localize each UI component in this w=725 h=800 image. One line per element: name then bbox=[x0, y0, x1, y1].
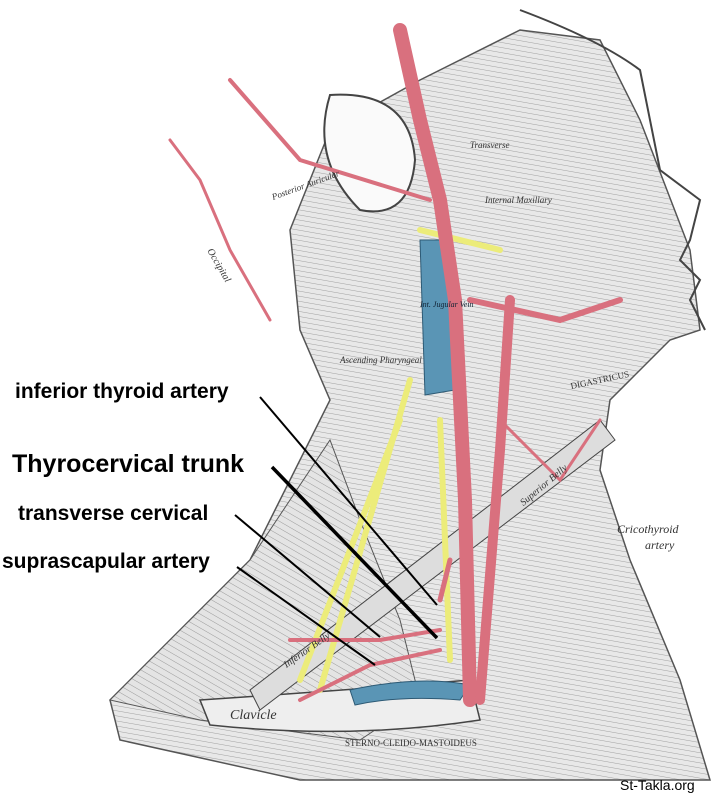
label-transverse-cervical: transverse cervical bbox=[18, 502, 209, 525]
leader-lines bbox=[234, 396, 439, 666]
face-profile bbox=[519, 9, 706, 331]
term-ascending-pharyngeal: Ascending Pharyngeal bbox=[340, 355, 422, 365]
term-int-jugular: Int. Jugular Vein bbox=[420, 300, 474, 309]
arteries bbox=[168, 23, 623, 707]
term-cricothyroid: Cricothyroid bbox=[617, 522, 679, 536]
term-transverse: Transverse bbox=[470, 140, 510, 150]
term-sterno-cleido: STERNO-CLEIDO-MASTOIDEUS bbox=[345, 738, 477, 748]
nerves bbox=[297, 227, 503, 693]
leader-thyrocervical bbox=[270, 465, 439, 640]
label-inferior-thyroid-artery: inferior thyroid artery bbox=[15, 380, 229, 403]
omohyoid-muscle bbox=[249, 419, 616, 711]
leader-suprascapular bbox=[236, 566, 376, 666]
ear bbox=[323, 93, 417, 213]
watermark: St-Takla.org bbox=[620, 777, 695, 793]
label-suprascapular-artery: suprascapular artery bbox=[2, 550, 210, 573]
leader-transverse-cervical bbox=[234, 514, 381, 638]
term-artery: artery bbox=[645, 538, 675, 552]
label-thyrocervical-trunk: Thyrocervical trunk bbox=[12, 450, 245, 478]
leader-inferior-thyroid bbox=[259, 396, 438, 606]
term-clavicle: Clavicle bbox=[230, 708, 277, 723]
term-internal-maxillary: Internal Maxillary bbox=[485, 195, 552, 205]
